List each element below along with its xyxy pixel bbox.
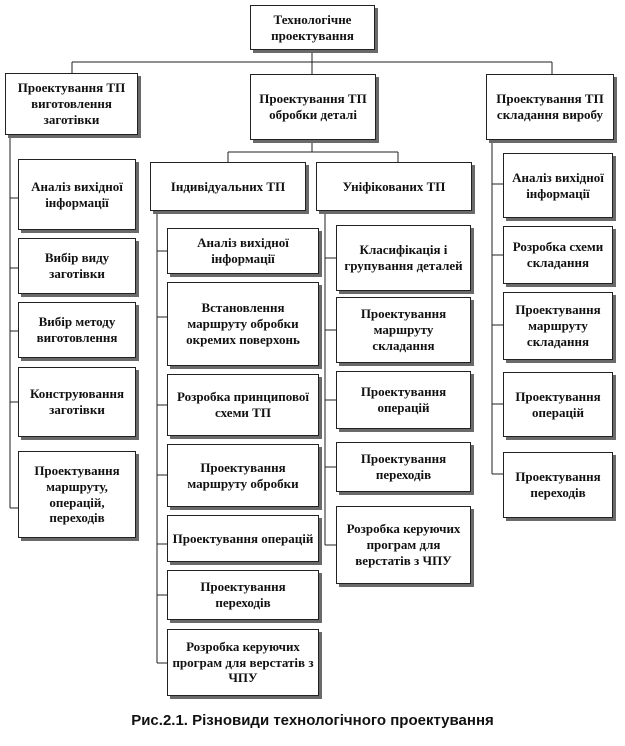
blank-step-box: Вибір виду заготівки <box>18 238 136 294</box>
individual-step-box: Розробка керуючих програм для верстатів … <box>167 629 319 696</box>
blank-step-box: Аналіз вихідної інформації <box>18 159 136 230</box>
assembly-step-box: Проектування операцій <box>503 372 613 437</box>
blank-branch-box: Проектування ТП виготовлення заготівки <box>5 73 138 135</box>
unified-step-box: Проектування операцій <box>336 371 471 429</box>
assembly-step-box: Розробка схеми складання <box>503 226 613 284</box>
assembly-branch-box: Проектування ТП складання виробу <box>486 74 614 140</box>
individual-step-box: Аналіз вихідної інформації <box>167 228 319 274</box>
individual-branch-box: Індивідуальних ТП <box>150 162 306 211</box>
unified-branch-box: Уніфікованих ТП <box>316 162 472 211</box>
unified-step-box: Проектування маршруту складання <box>336 297 471 363</box>
individual-step-box: Проектування переходів <box>167 570 319 620</box>
individual-branch-connectors <box>156 211 167 664</box>
unified-step-box: Розробка керуючих програм для верстатів … <box>336 506 471 584</box>
assembly-step-box: Проектування маршруту складання <box>503 292 613 360</box>
individual-step-box: Проектування маршруту обробки <box>167 444 319 507</box>
unified-branch-connectors <box>324 211 336 546</box>
blank-step-box: Вибір методу виготовлення <box>18 302 136 358</box>
unified-step-box: Класифікація і групування деталей <box>336 225 471 291</box>
individual-step-box: Розробка принципової схеми ТП <box>167 374 319 436</box>
assembly-branch-connectors <box>491 140 503 475</box>
individual-step-box: Встановлення маршруту обробки окремих по… <box>167 282 319 366</box>
assembly-step-box: Проектування переходів <box>503 452 613 518</box>
individual-step-box: Проектування операцій <box>167 515 319 562</box>
figure-caption: Рис.2.1. Різновиди технологічного проект… <box>131 712 494 729</box>
blank-step-box: Конструювання заготівки <box>18 367 136 437</box>
assembly-step-box: Аналіз вихідної інформації <box>503 153 613 218</box>
unified-step-box: Проектування переходів <box>336 442 471 492</box>
part-branch-box: Проектування ТП обробки деталі <box>250 74 376 140</box>
blank-step-box: Проектування маршруту, операцій, переход… <box>18 451 136 538</box>
blank-branch-connectors <box>9 135 18 509</box>
part-branch-connectors <box>227 140 399 162</box>
root-box: Технологічне проектування <box>250 5 375 50</box>
